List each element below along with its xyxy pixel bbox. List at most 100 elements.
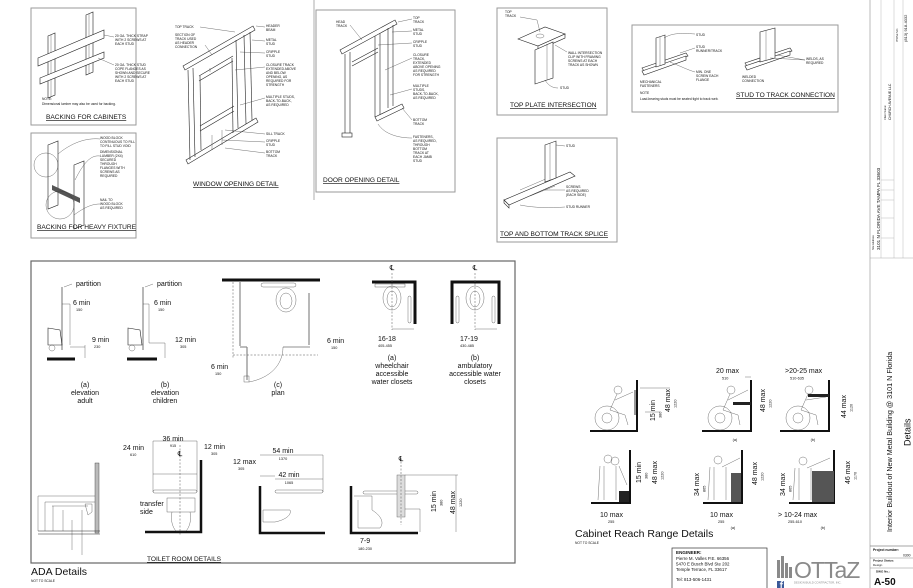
label-line: 5470 E Busch Blvd Ste 202 [676, 562, 730, 567]
label-line: AS REQUIRED [413, 96, 436, 100]
note-label: NOTE: [42, 97, 52, 101]
label-line: STUD [266, 54, 276, 58]
dim-10max: 10 max [600, 512, 623, 519]
ada-scale-note: NOT TO SCALE [31, 579, 56, 583]
dim-48max: 48 max [752, 462, 759, 485]
building-icon [777, 556, 792, 578]
dim-34max: 34 max [780, 473, 787, 496]
dim-54min-mm: 1370 [279, 457, 287, 461]
dim-10max-mm: 255 [718, 520, 724, 524]
dim-48max-mm: 1220 [674, 400, 678, 408]
label-partition: partition [76, 281, 101, 288]
dwg-label: DWG No.: [876, 570, 890, 574]
dim-17-19-mm: 430-485 [460, 344, 474, 348]
dim-16-18-mm: 405-455 [378, 344, 392, 348]
caption: (a) [731, 526, 736, 530]
note-text: Dimensional lumber may also be used for … [42, 102, 116, 106]
dim-6min-left-mm: 150 [215, 372, 221, 376]
dim-24min-mm: 610 [130, 453, 136, 457]
dim-54min: 54 min [272, 448, 293, 455]
label-line: wheelchair [374, 363, 409, 370]
ada-plan: 6 min 150 6 min 150 (c)plan [211, 278, 344, 397]
dim-15min: 15 min [636, 462, 643, 483]
project-title: Interior Buildout of New Metal Building … [885, 352, 894, 532]
ada-elevation-children: partition 6 min 150 12 min 305 (b)elevat… [127, 281, 196, 405]
dim-48max: 48 max [760, 389, 767, 412]
label-sill-track: SILL TRACK [266, 132, 285, 136]
client-name-label: Client Name: [883, 105, 887, 120]
project-status: Design [873, 563, 883, 567]
label-line: CONTINUOUS TO FILL [100, 140, 135, 144]
label-line: CRIPPLE [266, 139, 281, 143]
label-line: REQUIRED [100, 174, 118, 178]
label-line: (a) [388, 355, 397, 362]
detail-frame [315, 9, 456, 193]
label-line: side [140, 509, 153, 516]
label-line: STUD [413, 159, 423, 163]
label-line: children [153, 398, 178, 405]
dim-6min-left: 6 min [211, 364, 228, 371]
ada-frame [30, 260, 516, 564]
label-line: STUD [413, 32, 423, 36]
label-line: COPE FLANGES AS [115, 67, 147, 71]
ada-elevation-adult: partition 6 min 150 9 min 230 (a)elevati… [47, 281, 109, 405]
phone-label: PHONE NO.: [896, 28, 899, 42]
detail-title: BACKING FOR CABINETS [46, 114, 127, 121]
label-line: MULTIPLE STUDS, [266, 95, 295, 99]
dim-12max: 12 max [233, 459, 256, 466]
label-line: TOP [413, 16, 421, 20]
label-line: CRIPPLE [413, 40, 428, 44]
dim-7-9: 7-9 [360, 538, 370, 545]
label-line: STUD [696, 45, 706, 49]
label-line: plan [271, 390, 284, 397]
label-line: AS REQUIRED [100, 206, 123, 210]
project-number: 0300 [903, 554, 911, 558]
dim-46max-mm: 1170 [854, 472, 858, 480]
label-line: (b) [471, 355, 480, 362]
label-line: HEADER [266, 24, 280, 28]
label-line: EACH STUD [115, 79, 135, 83]
dim-9min-mm: 230 [94, 345, 100, 349]
facebook-icon[interactable] [777, 581, 784, 588]
caption: (b) [821, 526, 826, 530]
door-frame-drawing [339, 19, 405, 138]
label-line: Pierre M. Valles P.E. 66356 [676, 556, 730, 561]
dim-15min: 15 min [650, 400, 657, 421]
label-line: TRACK USED [175, 37, 197, 41]
label-line: water closets [371, 379, 413, 386]
detail-title: DOOR OPENING DETAIL [323, 177, 400, 184]
label-line: HEAD [336, 20, 346, 24]
cabinet-reach-scale-note: NOT TO SCALE [575, 541, 600, 545]
dim-34max-mm: 865 [789, 486, 793, 492]
detail-frame [631, 24, 839, 113]
dim-44max: 44 max [841, 395, 848, 418]
dim-10-24max-mm: 255-610 [788, 520, 802, 524]
ada-lavatory-elevation [37, 462, 100, 555]
project-status-label: Project Status: [873, 559, 894, 563]
label-line: TRACK [336, 24, 348, 28]
dim-48max-mm: 1220 [769, 400, 773, 408]
dim-12max-mm: 305 [238, 467, 244, 471]
label-line: METAL [266, 38, 277, 42]
dim-10max-mm: 255 [608, 520, 614, 524]
label-line: CONNECTION [742, 79, 765, 83]
label-runner: STUD RUNNER [566, 205, 591, 209]
